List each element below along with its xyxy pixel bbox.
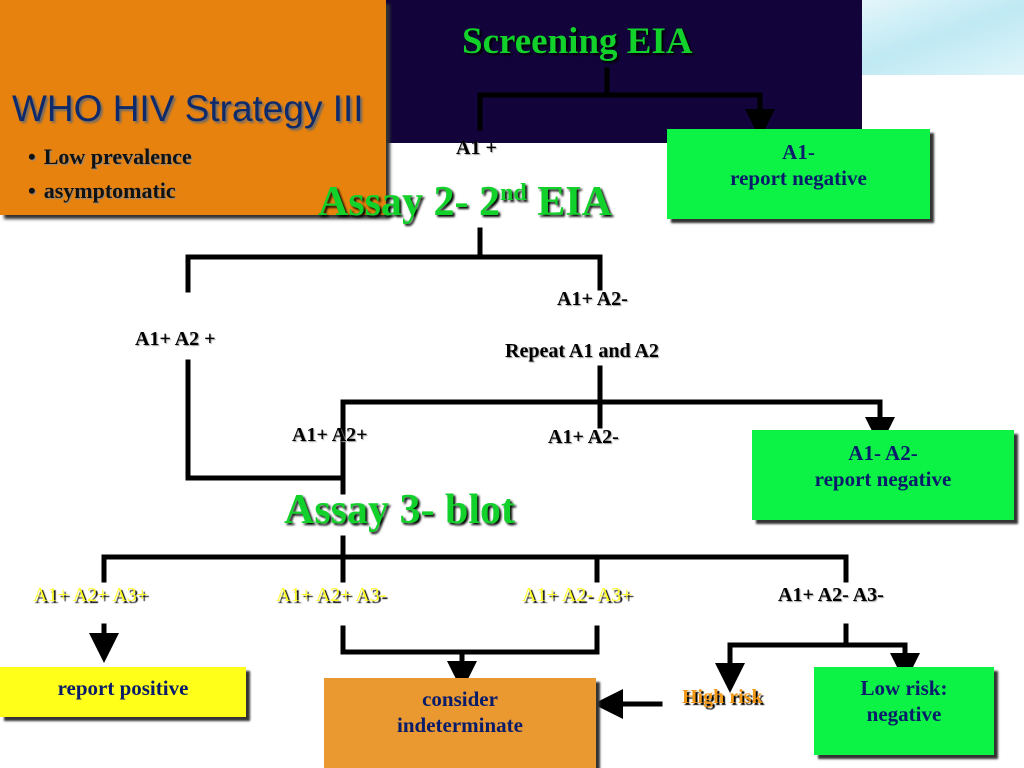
label-rep-a1p-a2p: A1+ A2+: [292, 424, 368, 446]
label-result-r1: A1+ A2+ A3+: [33, 584, 148, 606]
navy-panel: [385, 0, 862, 143]
connector-r2r3-join: [340, 625, 600, 655]
label-a1p-a2n: A1+ A2-: [557, 288, 628, 310]
assay2-superscript: nd: [500, 180, 527, 206]
slide-title: WHO HIV Strategy III: [12, 88, 364, 129]
label-repeat: Repeat A1 and A2: [505, 340, 659, 362]
box-text-line1: Low risk:: [860, 676, 948, 700]
box-text-line2: report negative: [730, 166, 867, 190]
label-a1-pos: A1 +: [456, 137, 497, 159]
box-text-line1: A1-: [782, 140, 815, 164]
assay2-heading: Assay 2- 2nd EIA: [318, 178, 612, 226]
box-text-line2: indeterminate: [397, 713, 523, 737]
screening-eia-heading: Screening EIA: [462, 21, 693, 62]
box-text-line2: negative: [866, 702, 942, 726]
label-rep-a1p-a2n: A1+ A2-: [548, 426, 619, 448]
background-swoosh: [850, 0, 1024, 75]
box-a1a2-negative: A1- A2- report negative: [752, 430, 1014, 520]
bullet-dot-icon: •: [28, 144, 36, 169]
box-text-line1: report positive: [57, 676, 189, 700]
box-low-risk: Low risk: negative: [814, 667, 994, 755]
box-text-line1: consider: [422, 687, 498, 711]
box-indeterminate: consider indeterminate: [324, 678, 596, 768]
label-high-risk: High risk: [682, 686, 763, 708]
box-report-positive: report positive: [0, 667, 246, 717]
bullet-asymptomatic: • asymptomatic: [28, 178, 176, 204]
connector-a1p-a2p-down: [185, 359, 346, 481]
box-text-line2: report negative: [814, 467, 952, 491]
assay3-heading: Assay 3- blot: [284, 487, 516, 533]
label-result-r3: A1+ A2- A3+: [522, 584, 633, 606]
bullet-low-prevalence: • Low prevalence: [28, 144, 192, 170]
label-result-r4: A1+ A2- A3-: [778, 584, 884, 606]
orange-title-panel: [0, 0, 386, 215]
assay2-text-end: EIA: [526, 179, 612, 225]
label-a1p-a2p: A1+ A2 +: [135, 328, 216, 350]
label-result-r2: A1+ A2+ A3-: [276, 584, 387, 606]
bullet-dot-icon: •: [28, 178, 36, 203]
bullet-text: Low prevalence: [43, 144, 192, 169]
box-a1-negative: A1- report negative: [667, 129, 930, 219]
assay2-text: Assay 2- 2: [318, 179, 501, 225]
box-text-line1: A1- A2-: [848, 441, 918, 465]
bullet-text: asymptomatic: [43, 178, 176, 203]
